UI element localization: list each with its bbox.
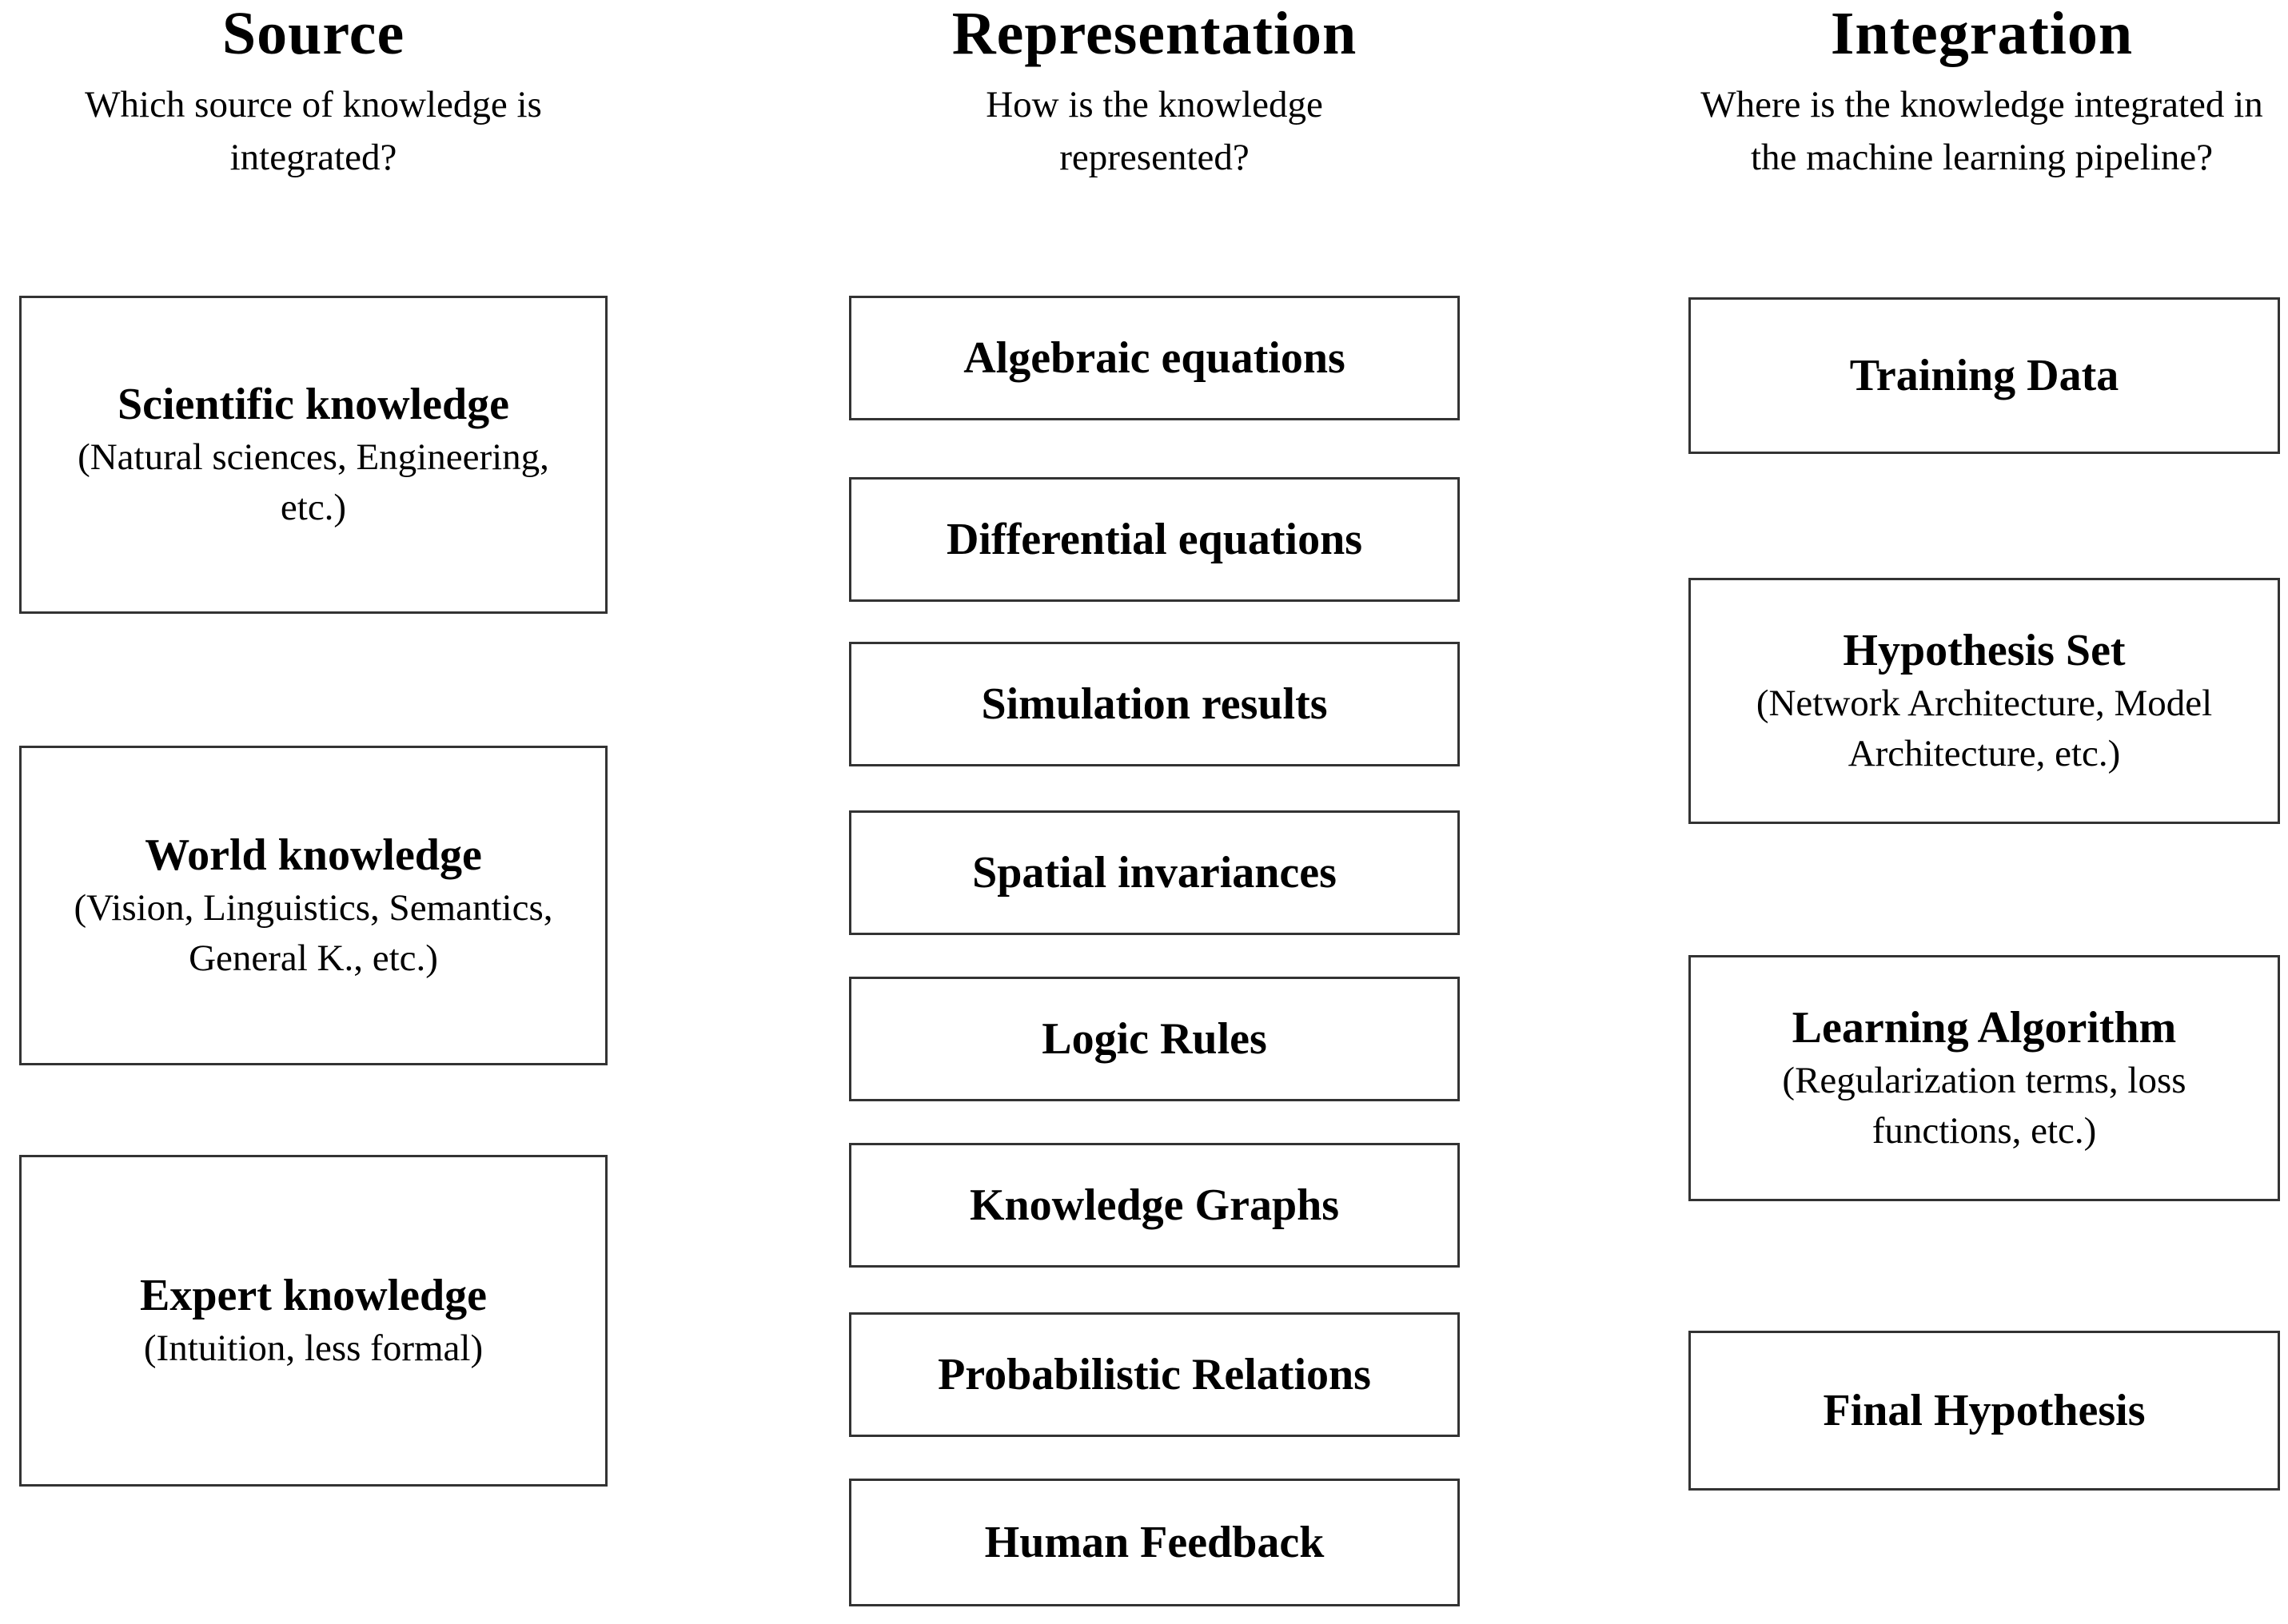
box-logic-rules: Logic Rules	[849, 977, 1460, 1101]
box-subtitle: (Intuition, less formal)	[143, 1327, 484, 1369]
box-title: Final Hypothesis	[1823, 1386, 2146, 1435]
box-world-knowledge: World knowledge (Vision, Linguistics, Se…	[19, 746, 608, 1065]
box-algebraic-equations: Algebraic equations	[849, 296, 1460, 420]
column-header-integration: Integration Where is the knowledge integ…	[1676, 0, 2288, 185]
box-subtitle: (Network Architecture, Model Architectur…	[1756, 682, 2213, 774]
box-subtitle: (Regularization terms, loss functions, e…	[1782, 1059, 2186, 1152]
box-simulation-results: Simulation results	[849, 642, 1460, 766]
box-probabilistic-relations: Probabilistic Relations	[849, 1312, 1460, 1437]
box-scientific-knowledge: Scientific knowledge (Natural sciences, …	[19, 296, 608, 614]
column-header-representation: Representation How is the knowledge repr…	[849, 0, 1460, 185]
box-learning-algorithm: Learning Algorithm (Regularization terms…	[1688, 955, 2280, 1201]
column-subtitle: How is the knowledge represented?	[986, 84, 1323, 178]
box-title: Algebraic equations	[963, 333, 1345, 383]
column-subtitle: Which source of knowledge is integrated?	[85, 84, 542, 178]
box-differential-equations: Differential equations	[849, 477, 1460, 602]
box-title: World knowledge	[145, 830, 482, 880]
box-hypothesis-set: Hypothesis Set (Network Architecture, Mo…	[1688, 578, 2280, 824]
box-human-feedback: Human Feedback	[849, 1479, 1460, 1606]
box-spatial-invariances: Spatial invariances	[849, 810, 1460, 935]
box-expert-knowledge: Expert knowledge (Intuition, less formal…	[19, 1155, 608, 1487]
column-title: Source	[221, 0, 405, 67]
box-title: Differential equations	[946, 515, 1363, 564]
box-title: Knowledge Graphs	[969, 1180, 1340, 1230]
box-title: Simulation results	[981, 679, 1328, 729]
column-header-source: Source Which source of knowledge is inte…	[19, 0, 608, 185]
box-title: Logic Rules	[1042, 1014, 1267, 1064]
box-subtitle: (Vision, Linguistics, Semantics, General…	[74, 886, 553, 979]
column-title: Representation	[951, 0, 1357, 67]
box-title: Human Feedback	[984, 1518, 1325, 1567]
box-final-hypothesis: Final Hypothesis	[1688, 1331, 2280, 1491]
box-subtitle: (Natural sciences, Engineering, etc.)	[78, 436, 549, 528]
box-knowledge-graphs: Knowledge Graphs	[849, 1143, 1460, 1268]
box-title: Training Data	[1849, 351, 2119, 400]
column-title: Integration	[1830, 0, 2134, 67]
box-title: Hypothesis Set	[1843, 625, 2126, 675]
box-title: Scientific knowledge	[118, 379, 509, 429]
box-training-data: Training Data	[1688, 297, 2280, 454]
column-subtitle: Where is the knowledge integrated in the…	[1700, 84, 2263, 178]
box-title: Expert knowledge	[140, 1270, 487, 1320]
box-title: Spatial invariances	[972, 848, 1337, 898]
box-title: Learning Algorithm	[1792, 1002, 2177, 1053]
box-title: Probabilistic Relations	[938, 1350, 1371, 1399]
